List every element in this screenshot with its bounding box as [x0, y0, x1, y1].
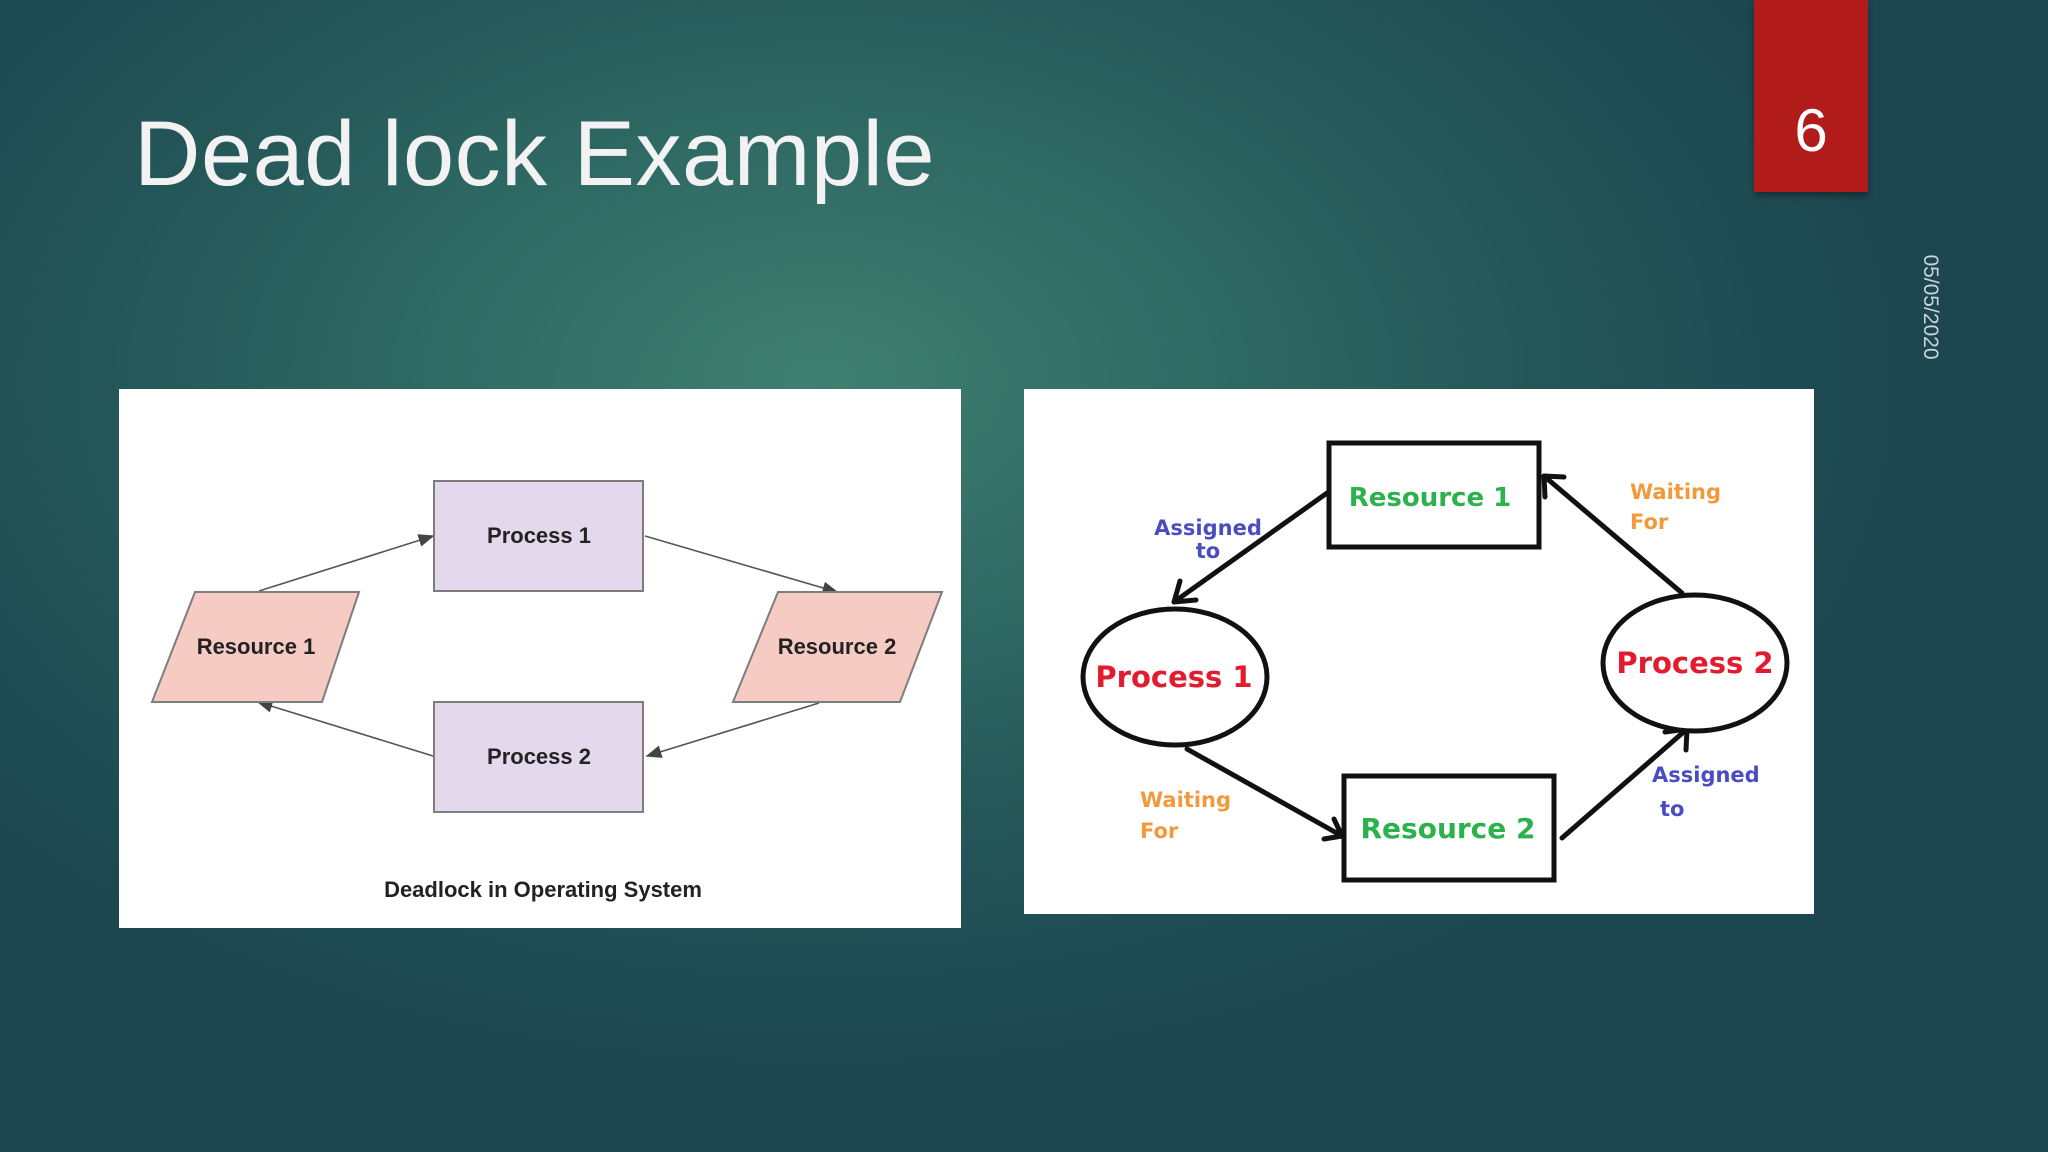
- process1-label: Process 1: [487, 523, 591, 548]
- waiting-label-bottom-line1: Waiting: [1140, 788, 1231, 812]
- waiting-label-top-line1: Waiting: [1630, 480, 1721, 504]
- resource1-box: [1326, 440, 1542, 550]
- assigned-label-top-line2: to: [1196, 539, 1220, 563]
- resource2-box: [1341, 773, 1557, 883]
- resource2-shape: [731, 591, 944, 703]
- process2-circle: [1600, 592, 1790, 734]
- deadlock-diagram-left-svg: Process 1 Process 2 Resource 1 Resource …: [150, 480, 944, 902]
- deadlock-diagram-left: Process 1 Process 2 Resource 1 Resource …: [119, 389, 961, 928]
- arrow-resource2-to-process2: [1559, 726, 1690, 841]
- deadlock-diagram-right: Resource 1 Resource 2 Process 1 Process …: [1024, 389, 1814, 914]
- arrow-process2-to-resource1: [256, 700, 434, 757]
- arrow-process2-to-resource1: [1541, 473, 1685, 596]
- arrowhead-process1-top: [1171, 578, 1199, 605]
- arrow-resource1-to-process1: [258, 534, 435, 592]
- diagram-caption: Deadlock in Operating System: [384, 877, 702, 902]
- process1-circle: [1080, 606, 1270, 748]
- assigned-label-bottom-line1: Assigned: [1652, 763, 1760, 787]
- arrow-resource2-to-process2: [645, 702, 820, 758]
- assigned-label-bottom-line2: to: [1660, 797, 1684, 821]
- waiting-label-bottom-line2: For: [1140, 819, 1179, 843]
- arrowhead-resource1-right: [1541, 473, 1567, 500]
- assigned-label-top-line1: Assigned: [1154, 516, 1262, 540]
- resource1-label: Resource 1: [1349, 483, 1512, 513]
- process2-box: [433, 701, 644, 813]
- arrow-resource1-to-process1: [1171, 490, 1330, 605]
- resource1-shape: [150, 591, 361, 703]
- process2-label: Process 2: [1616, 646, 1773, 680]
- process1-label: Process 1: [1095, 660, 1252, 694]
- resource1-label: Resource 1: [197, 634, 316, 659]
- arrow-process1-to-resource2: [644, 535, 839, 595]
- resource2-label: Resource 2: [778, 634, 897, 659]
- waiting-label-top-line2: For: [1630, 510, 1669, 534]
- slide-date: 05/05/2020: [1919, 254, 1942, 360]
- slide-number-badge: 6: [1754, 0, 1868, 192]
- slide-title: Dead lock Example: [134, 103, 936, 205]
- deadlock-diagram-right-svg: Resource 1 Resource 2 Process 1 Process …: [1080, 440, 1790, 883]
- process2-label: Process 2: [487, 744, 591, 769]
- slide-number: 6: [1794, 97, 1828, 164]
- arrow-process1-to-resource2: [1184, 746, 1345, 839]
- resource2-label: Resource 2: [1360, 812, 1535, 845]
- process1-box: [433, 480, 644, 592]
